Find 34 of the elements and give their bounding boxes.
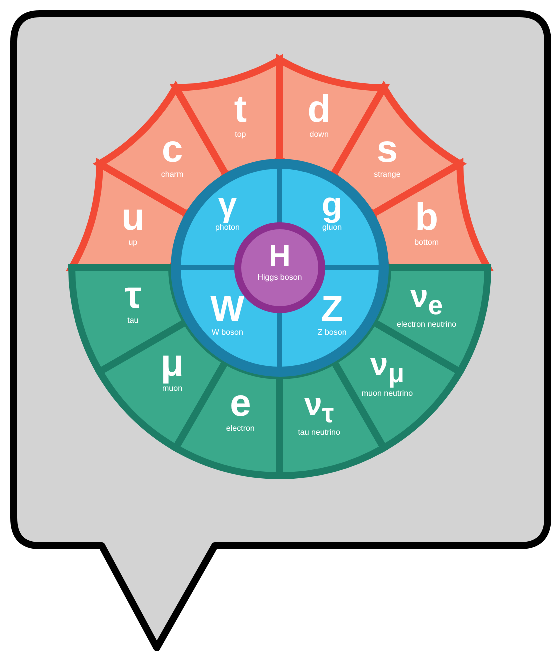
- particle-name: tau neutrino: [297, 428, 342, 438]
- particle-symbol: H: [268, 242, 292, 272]
- particle-symbol: ν$_{e}$: [410, 280, 444, 320]
- particle-name: gluon: [322, 224, 344, 232]
- particle-name: muon: [162, 385, 184, 394]
- particle-name: muon neutrino: [360, 390, 414, 398]
- particle-symbol: γ: [217, 188, 238, 222]
- particle-name: W boson: [210, 329, 244, 338]
- particle-name: photon: [214, 224, 241, 232]
- particle-symbol: e: [229, 384, 252, 423]
- particle-symbol: b: [414, 198, 440, 237]
- particle-name: Higgs boson: [256, 274, 304, 283]
- particle-symbol: W: [210, 291, 246, 328]
- particle-name: electron neutrino: [396, 321, 458, 330]
- particle-name: bottom: [414, 238, 440, 248]
- particle-symbol: Z: [320, 291, 344, 328]
- particle-symbol: ν$_{τ}$: [303, 388, 336, 427]
- particle-symbol: t: [233, 91, 248, 130]
- particle-name: Z boson: [316, 329, 348, 338]
- particle-name: top: [234, 131, 248, 140]
- particle-symbol: u: [120, 198, 146, 237]
- particle-symbol: s: [376, 130, 400, 169]
- particle-name: up: [128, 238, 139, 248]
- particle-symbol: ν$_{μ}$: [369, 348, 406, 388]
- particle-name: electron: [225, 424, 256, 434]
- particle-symbol: g: [320, 188, 344, 222]
- particle-symbol: c: [160, 130, 184, 169]
- particle-symbol: τ: [124, 277, 143, 316]
- particle-name: strange: [373, 170, 402, 180]
- particle-name: tau: [126, 317, 140, 326]
- particle-name: down: [308, 131, 330, 140]
- particle-symbol: d: [306, 91, 332, 130]
- particle-symbol: μ: [160, 345, 186, 384]
- particle-name: charm: [160, 170, 185, 180]
